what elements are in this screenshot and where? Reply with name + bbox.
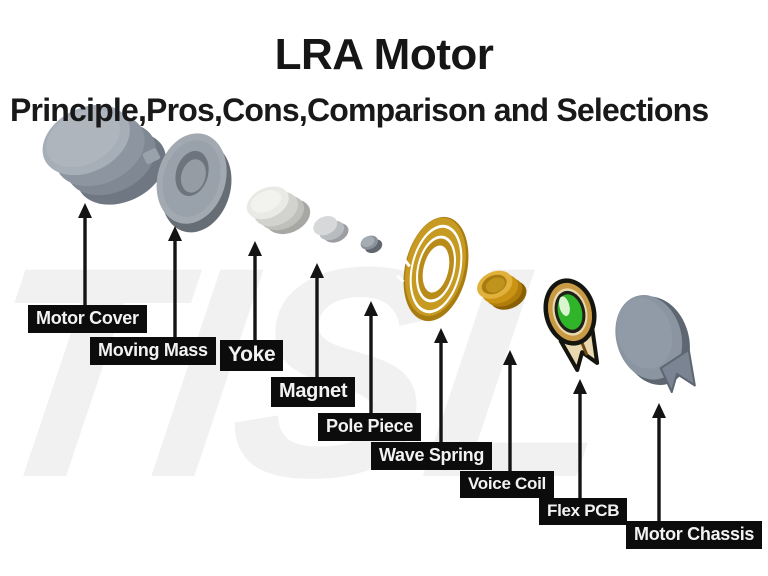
arrow-moving-mass (168, 226, 182, 339)
label-pole-piece: Pole Piece (318, 413, 422, 441)
arrow-motor-chassis (652, 403, 666, 523)
arrow-pole-piece (364, 301, 378, 415)
label-magnet: Magnet (271, 377, 356, 407)
arrow-flex-pcb (573, 379, 587, 500)
voice-coil-part (477, 270, 527, 310)
label-yoke: Yoke (220, 340, 284, 371)
page-title: LRA Motor (274, 30, 494, 79)
wave-spring-part (395, 216, 469, 322)
label-motor-chassis: Motor Chassis (626, 521, 763, 549)
yoke-part (246, 186, 311, 235)
moving-mass-part (156, 133, 232, 233)
motor-chassis-part (615, 295, 696, 394)
label-voice-coil: Voice Coil (460, 471, 554, 498)
arrow-voice-coil (503, 350, 517, 473)
magnet-part (313, 215, 349, 243)
label-arrows (78, 203, 666, 523)
arrow-yoke (248, 241, 262, 343)
arrow-wave-spring (434, 328, 448, 444)
label-moving-mass: Moving Mass (90, 337, 216, 365)
label-wave-spring: Wave Spring (371, 442, 493, 470)
label-flex-pcb: Flex PCB (539, 498, 628, 525)
arrow-magnet (310, 263, 324, 380)
label-motor-cover: Motor Cover (28, 305, 147, 333)
pole-piece-part (360, 235, 383, 254)
flex-pcb-part (543, 278, 600, 372)
arrow-motor-cover (78, 203, 92, 307)
page-subtitle: Principle,Pros,Cons,Comparison and Selec… (10, 92, 709, 128)
motor-cover-part (42, 104, 166, 205)
